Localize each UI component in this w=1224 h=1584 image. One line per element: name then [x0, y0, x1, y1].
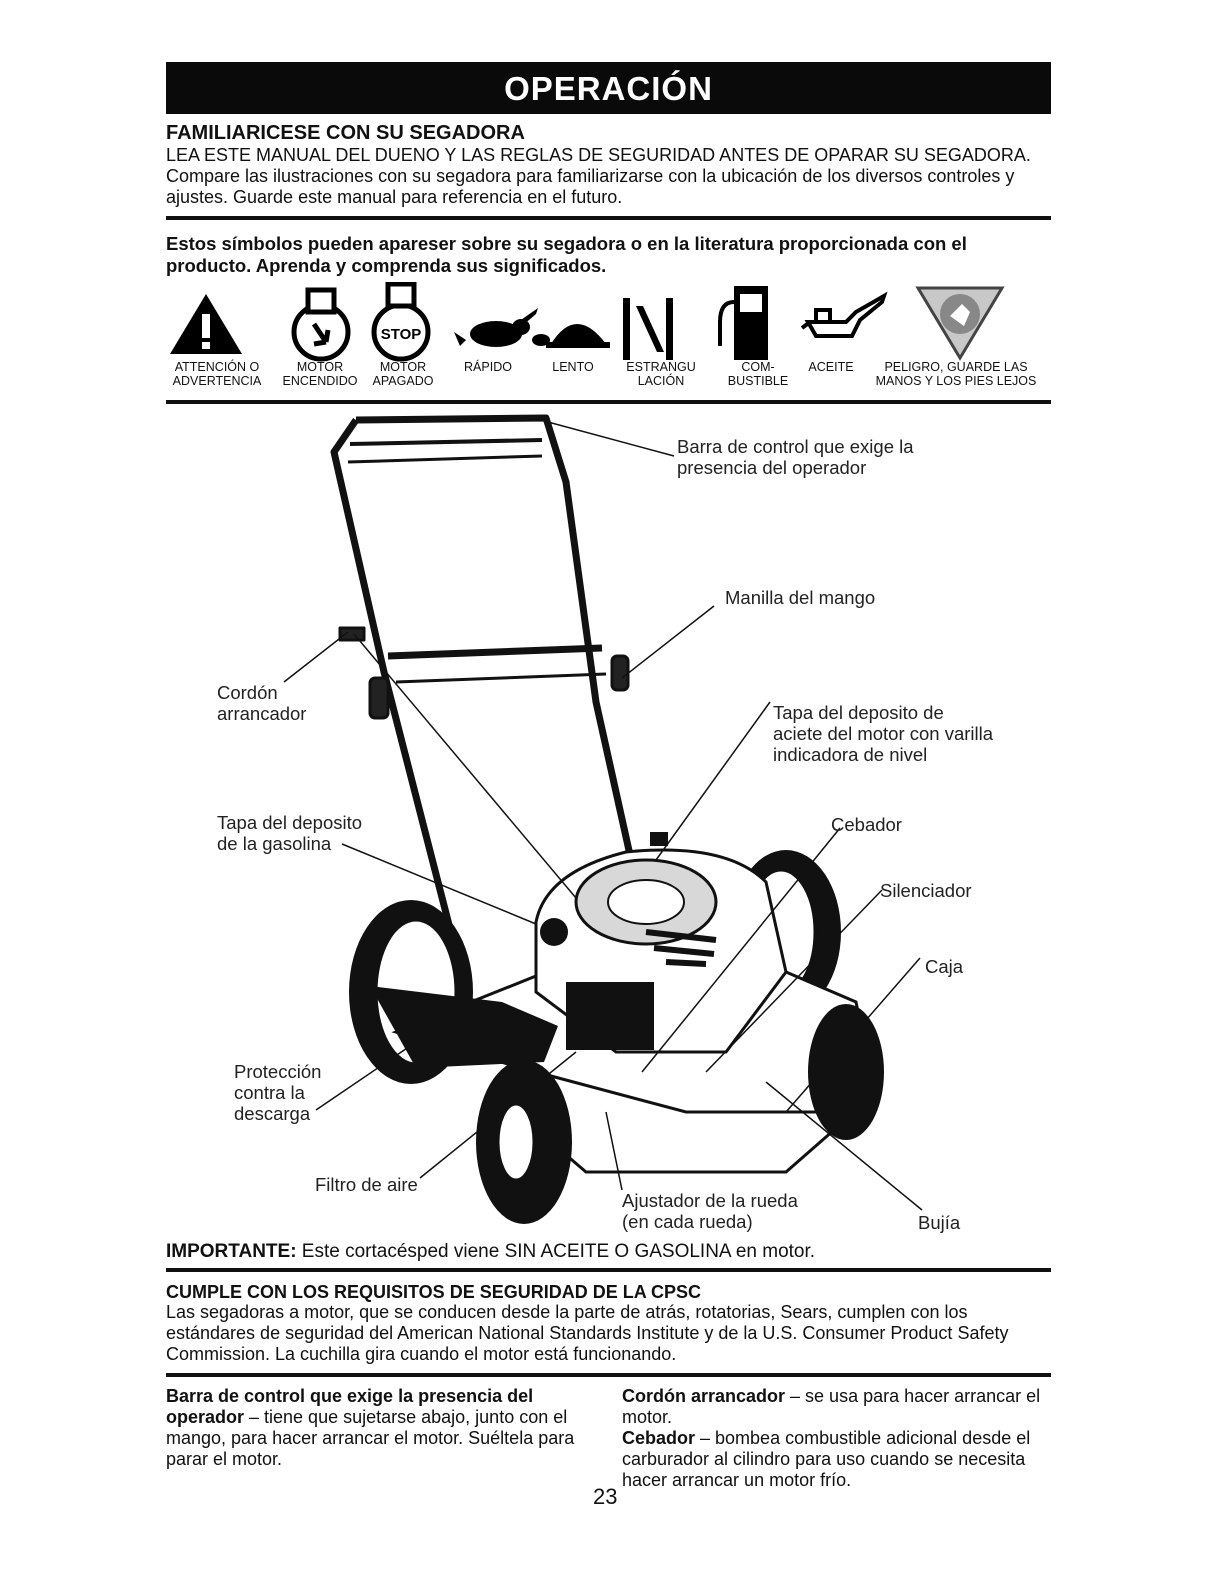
symbol-label-oil: ACEITE: [808, 360, 854, 374]
warning-icon: [170, 294, 242, 354]
callout-discharge: Protección contra la descarga: [234, 1061, 322, 1124]
callout-spark-plug: Bujía: [918, 1212, 961, 1233]
symbol-label-fast: RÁPIDO: [464, 360, 512, 374]
definition-starter-cord: Cordón arrancador – se usa para hacer ar…: [622, 1386, 1041, 1427]
fuel-pump-icon: [718, 286, 768, 360]
callout-wheel-adjuster: Ajustador de la rueda (en cada rueda): [622, 1190, 798, 1232]
symbol-label-slow: LENTO: [552, 360, 594, 374]
familiarize-title: FAMILIARICESE CON SU SEGADORA: [166, 122, 525, 144]
symbol-label-fuel: COM-BUSTIBLE: [727, 360, 789, 388]
callout-housing: Caja: [925, 956, 964, 977]
lawn-mower-illustration: [283, 414, 923, 1224]
symbols-row: STOP: [170, 282, 1005, 362]
definition-control-bar: Barra de control que exige la presencia …: [166, 1386, 575, 1469]
symbols-heading: Estos símbolos pueden apareser sobre su …: [166, 233, 967, 276]
cpsc-title: CUMPLE CON LOS REQUISITOS DE SEGURIDAD D…: [166, 1282, 702, 1302]
turtle-slow-icon: [532, 324, 610, 348]
definition-primer: Cebador – bombea combustible adicional d…: [622, 1428, 1031, 1490]
oil-can-icon: [800, 291, 888, 338]
section-banner: OPERACIÓN: [166, 62, 1051, 114]
callout-gas-cap: Tapa del deposito de la gasolina: [217, 812, 363, 854]
divider: [166, 400, 1051, 404]
callout-primer: Cebador: [831, 814, 902, 835]
choke-icon: [623, 298, 673, 360]
callout-starter-cord: Cordón arrancador: [217, 682, 307, 724]
callout-air-filter: Filtro de aire: [315, 1174, 418, 1195]
familiarize-text: LEA ESTE MANUAL DEL DUENO Y LAS REGLAS D…: [166, 145, 1031, 207]
engine-off-icon: STOP: [371, 282, 431, 362]
page-number: 23: [593, 1484, 618, 1509]
engine: [534, 832, 788, 1054]
callout-oil-cap: Tapa del deposito de aciete del motor co…: [773, 702, 994, 765]
front-right-wheel: [808, 1004, 884, 1140]
stop-text: STOP: [381, 326, 422, 343]
divider: [166, 1373, 1051, 1377]
callout-muffler: Silenciador: [880, 880, 972, 901]
front-left-wheel: [476, 1060, 572, 1224]
callout-handle-knob: Manilla del mango: [725, 587, 876, 608]
engine-on-icon: [291, 287, 351, 362]
important-note: IMPORTANTE: Este cortacésped viene SIN A…: [166, 1241, 815, 1263]
cpsc-text: Las segadoras a motor, que se conducen d…: [166, 1302, 1009, 1364]
divider: [166, 1268, 1051, 1272]
hand-danger-icon: [915, 286, 1005, 361]
callout-control-bar: Barra de control que exige la presencia …: [677, 436, 914, 478]
rabbit-fast-icon: [454, 308, 538, 347]
important-text: Este cortacésped viene SIN ACEITE O GASO…: [296, 1241, 816, 1262]
important-label: IMPORTANTE:: [166, 1241, 297, 1262]
divider: [166, 216, 1051, 220]
